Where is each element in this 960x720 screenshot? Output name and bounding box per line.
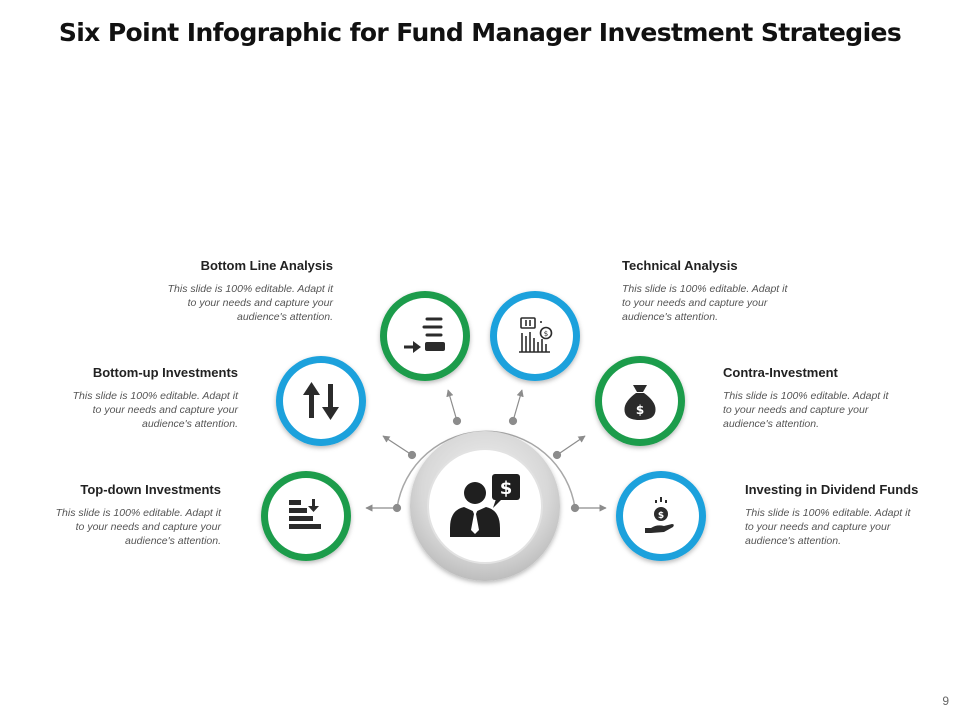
point-heading: Bottom Line Analysis <box>200 258 333 273</box>
point-circle-bottom-line-analysis <box>380 291 470 381</box>
up-down-arrows-icon <box>303 382 339 420</box>
sorted-bars-icon <box>289 499 321 529</box>
slide-title: Six Point Infographic for Fund Manager I… <box>58 18 902 47</box>
point-circle-technical-analysis: $ <box>490 291 580 381</box>
point-text-bottom-up-investments: Bottom-up Investments This slide is 100%… <box>18 365 238 431</box>
connector-arrow <box>446 389 458 422</box>
stock-chart-icon: $ <box>519 317 553 353</box>
point-circle-investing-in-dividend-funds: $ <box>616 471 706 561</box>
point-text-contra-investment: Contra-Investment This slide is 100% edi… <box>723 365 953 431</box>
point-circle-bottom-up-investments <box>276 356 366 446</box>
center-hub: $ <box>410 431 560 581</box>
page-number: 9 <box>942 694 949 708</box>
connector-arrow <box>382 435 413 456</box>
point-circle-top-down-investments <box>261 471 351 561</box>
svg-text:$: $ <box>658 511 664 521</box>
point-text-bottom-line-analysis: Bottom Line Analysis This slide is 100% … <box>110 258 333 324</box>
point-description: This slide is 100% editable. Adapt it to… <box>167 283 333 323</box>
arrow-into-list-icon <box>404 317 445 353</box>
connector-arrow <box>556 435 586 456</box>
svg-text:$: $ <box>544 330 548 338</box>
money-bag-icon: $ <box>624 385 656 420</box>
point-description: This slide is 100% editable. Adapt it to… <box>622 283 788 323</box>
hand-holding-dollar-icon: $ <box>645 497 674 533</box>
point-heading: Contra-Investment <box>723 365 838 380</box>
point-description: This slide is 100% editable. Adapt it to… <box>723 390 889 430</box>
point-circle-contra-investment: $ <box>595 356 685 446</box>
point-description: This slide is 100% editable. Adapt it to… <box>55 507 221 547</box>
businessman-with-dollar-speech-bubble-icon: $ <box>450 474 520 537</box>
point-heading: Bottom-up Investments <box>92 365 238 380</box>
point-text-investing-in-dividend-funds: Investing in Dividend Funds This slide i… <box>745 482 955 548</box>
connector-arrow <box>512 389 524 422</box>
point-description: This slide is 100% editable. Adapt it to… <box>72 390 238 430</box>
point-description: This slide is 100% editable. Adapt it to… <box>745 507 911 547</box>
point-text-technical-analysis: Technical Analysis This slide is 100% ed… <box>622 258 852 324</box>
point-heading: Top-down Investments <box>80 482 221 497</box>
svg-text:$: $ <box>636 403 644 417</box>
svg-text:$: $ <box>500 478 513 499</box>
point-heading: Technical Analysis <box>622 258 738 273</box>
connector-arrows <box>365 389 607 513</box>
point-heading: Investing in Dividend Funds <box>745 482 919 497</box>
point-text-top-down-investments: Top-down Investments This slide is 100% … <box>2 482 221 548</box>
